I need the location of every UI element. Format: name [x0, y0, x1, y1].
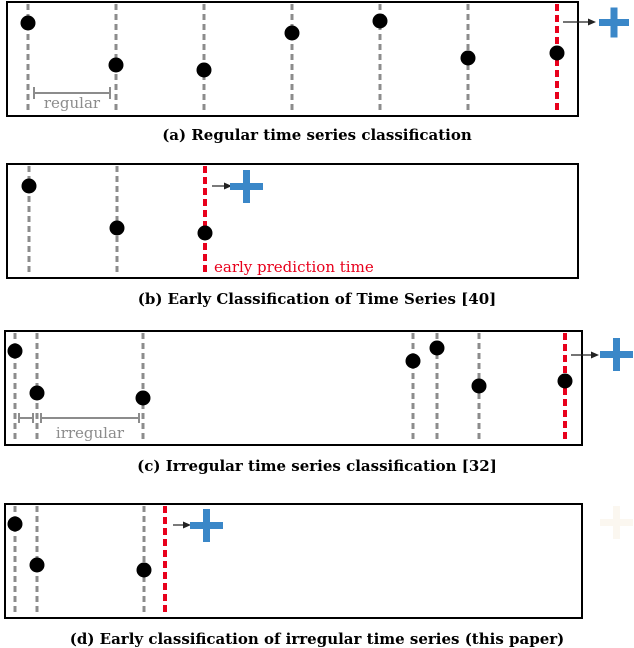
arrow-right-icon — [563, 18, 596, 26]
data-point — [7, 343, 23, 359]
panel-d-frame — [4, 503, 583, 619]
data-point — [429, 340, 445, 356]
data-point — [135, 390, 151, 406]
plus-icon — [600, 338, 633, 371]
data-point — [460, 50, 476, 66]
panel-a-caption: (a) Regular time series classification — [162, 126, 472, 144]
annotation-backdrop — [38, 95, 106, 112]
data-point — [557, 373, 573, 389]
data-point — [136, 562, 152, 578]
panel-c: irregular (c) Irregular time series clas… — [4, 330, 633, 475]
arrow-right-icon — [571, 351, 599, 359]
arrow-right-icon — [212, 182, 232, 190]
panel-b: early prediction time (b) Early Classifi… — [6, 163, 579, 308]
data-point — [284, 25, 300, 41]
panel-a: regular (a) Regular time series classifi… — [6, 1, 629, 144]
data-point — [29, 385, 45, 401]
panel-c-frame — [4, 330, 583, 446]
panel-c-caption: (c) Irregular time series classification… — [137, 457, 497, 475]
irregular-interval-brackets — [18, 413, 140, 423]
data-point — [196, 62, 212, 78]
data-point — [7, 516, 23, 532]
annotation-backdrop — [46, 424, 134, 441]
panel-d-caption: (d) Early classification of irregular ti… — [70, 630, 565, 648]
data-point — [20, 15, 36, 31]
data-point — [549, 45, 565, 61]
panel-b-caption: (b) Early Classification of Time Series … — [138, 290, 497, 308]
data-point — [108, 57, 124, 73]
irregular-interval-label: irregular — [56, 424, 125, 442]
panel-d: (d) Early classification of irregular ti… — [4, 503, 633, 648]
arrow-right-icon — [173, 521, 191, 529]
plus-icon — [599, 7, 629, 38]
regular-interval-bracket — [33, 87, 111, 99]
early-prediction-time-label: early prediction time — [214, 258, 374, 276]
regular-interval-label: regular — [44, 94, 101, 112]
data-point — [405, 353, 421, 369]
data-point — [29, 557, 45, 573]
panel-b-frame — [6, 163, 579, 279]
data-point — [471, 378, 487, 394]
data-point — [21, 178, 37, 194]
data-point — [197, 225, 213, 241]
panel-a-frame — [6, 1, 579, 117]
plus-icon — [190, 509, 223, 542]
plus-icon — [230, 170, 263, 203]
faded-plus-icon — [600, 506, 633, 539]
data-point — [109, 220, 125, 236]
data-point — [372, 13, 388, 29]
